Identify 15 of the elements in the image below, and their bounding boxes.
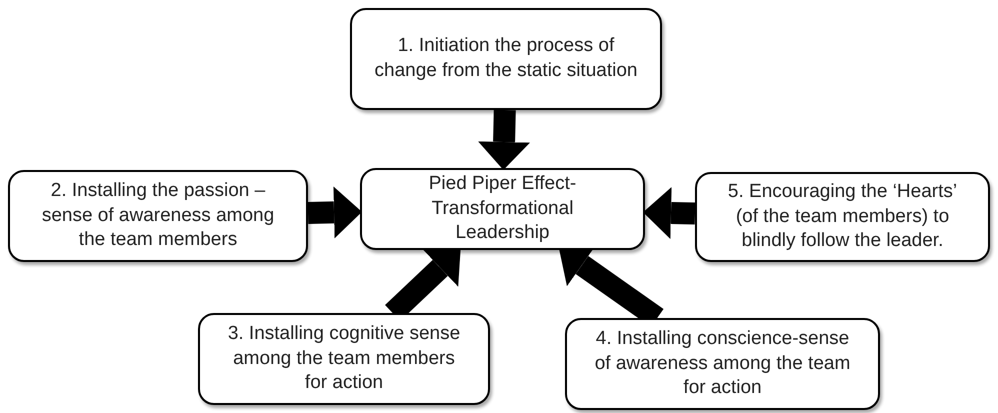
- box-text: 3. Installing cognitive sense among the team members for action: [226, 322, 462, 396]
- box-text: Pied Piper Effect-Transformational Leadership: [428, 172, 578, 246]
- rounded-box: [8, 170, 308, 262]
- block-arrow: [478, 110, 530, 170]
- rounded-box: [350, 8, 662, 110]
- box-text: 1. Initiation the process of change from the static situation: [374, 34, 638, 83]
- rounded-box: [198, 313, 490, 405]
- rounded-box: [565, 318, 880, 410]
- box-text: 2. Installing the passion – sense of awareness among the team members: [40, 178, 276, 252]
- box-text: 4. Installing conscience-sense of awareness among the team for action: [594, 326, 852, 400]
- rounded-box: [360, 168, 645, 250]
- block-arrow: [308, 186, 362, 238]
- block-arrow: [643, 186, 696, 239]
- rounded-box: [695, 172, 990, 262]
- box-text: 5. Encouraging the ‘Hearts’ (of the team members) to blindly follow the leader.: [726, 180, 958, 254]
